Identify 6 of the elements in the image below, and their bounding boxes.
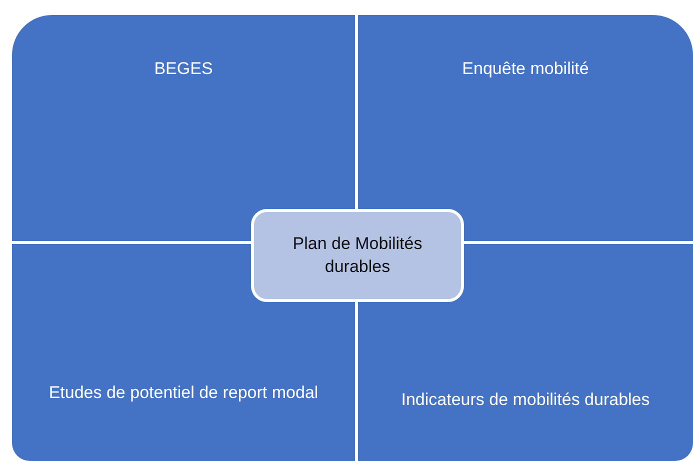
quadrant-label: Enquête mobilité	[462, 58, 589, 80]
quadrant-label: BEGES	[154, 58, 213, 80]
quadrant-label: Etudes de potentiel de report modal	[48, 382, 318, 404]
center-label: Plan de Mobilités durables	[292, 233, 424, 278]
center-box	[251, 209, 464, 302]
quadrant-label: Indicateurs de mobilités durables	[401, 388, 650, 411]
